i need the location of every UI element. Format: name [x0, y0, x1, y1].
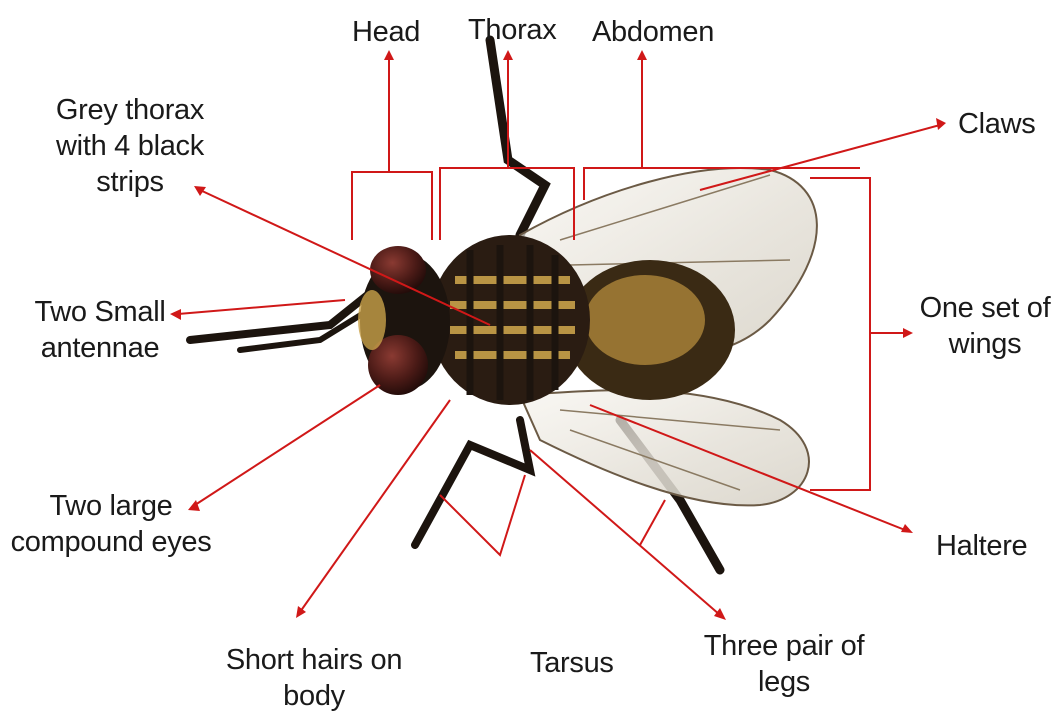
label-antennae: Two Small antennae	[26, 294, 174, 366]
label-compound-eyes: Two large compound eyes	[8, 488, 214, 560]
label-thorax: Thorax	[468, 12, 556, 48]
label-head: Head	[352, 14, 420, 50]
label-short-hairs: Short hairs on body	[214, 642, 414, 714]
label-grey-thorax: Grey thorax with 4 black strips	[42, 92, 218, 200]
label-abdomen: Abdomen	[592, 14, 714, 50]
label-wings: One set of wings	[910, 290, 1060, 362]
label-three-pair-legs: Three pair of legs	[694, 628, 874, 700]
label-tarsus: Tarsus	[530, 645, 614, 681]
label-claws: Claws	[958, 106, 1035, 142]
label-haltere: Haltere	[936, 528, 1027, 564]
